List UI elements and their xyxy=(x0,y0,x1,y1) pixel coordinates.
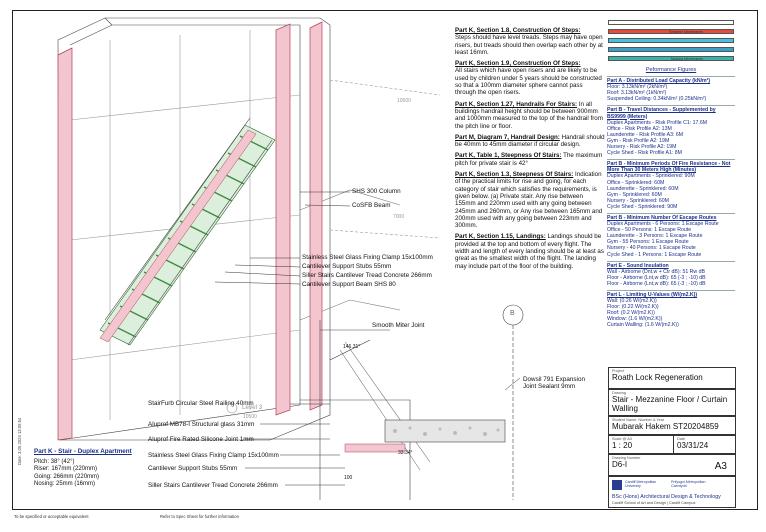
building-regs-notes: Part K, Section 1.8, Construction Of Ste… xyxy=(455,27,605,274)
label-expansion-joint: Dowsil 791 Expansion Joint Sealant 9mm xyxy=(523,376,585,390)
dim-angle-2: 33.34° xyxy=(398,450,413,456)
note-4: Part M, Diagram 7, Handrail Design: Hand… xyxy=(455,133,605,149)
title-block-project: Project Roath Lock Regeneration xyxy=(608,367,736,389)
legend-bar-tanking: Tanking Membranes xyxy=(608,56,734,61)
drawing-sheet-border xyxy=(12,10,758,510)
title-block-university: Cardiff Metropolitan University Prifysgo… xyxy=(608,476,736,508)
note-2: Part K, Section 1.9, Construction Of Ste… xyxy=(455,60,602,97)
label-support-stubs-bottom: Cantilever Support Stubs 55mm xyxy=(148,465,238,472)
footer-spec-sheet-note: Refer to Spec Sheet for further informat… xyxy=(160,514,239,519)
print-date-vertical: Date: 3.05.2024 13:05:54 xyxy=(17,417,22,465)
title-block-number: Drawing Number D6-I A3 xyxy=(608,454,736,476)
performance-figures: Peformance Figures Part A - Distributed … xyxy=(607,66,735,332)
label-cosfb-beam: CoSFB Beam xyxy=(352,202,391,209)
note-7: Part K, Section 1.15, Landings: Landings… xyxy=(455,233,604,270)
label-tread-top: Siller Stairs Cantilever Tread Concrete … xyxy=(302,272,432,279)
title-block-drawing: Drawing Stair - Mezzanine Floor / Curtai… xyxy=(608,389,736,416)
sheet-size: A3 xyxy=(714,461,727,472)
perf-block-l: Part L - Limiting U-Values (W/(m2.K)) Wa… xyxy=(607,290,735,329)
label-tread-bottom: Siller Stairs Cantilever Tread Concrete … xyxy=(148,482,278,489)
dim-angle: 146.31° xyxy=(343,344,361,350)
perf-block-b-fire: Part B - Minimum Periods Of Fire Resista… xyxy=(607,159,735,210)
dim-length: 100 xyxy=(344,475,353,481)
label-shs-column: SHS 300 Column xyxy=(352,188,401,195)
legend-bar-3 xyxy=(608,47,734,52)
legend-bar-breather: Breather Membranes xyxy=(608,29,734,34)
label-miter-joint: Smooth Miter Joint xyxy=(372,322,425,329)
part-k-stair-duplex: Part K - Stair - Duplex Apartment Pitch:… xyxy=(34,448,154,488)
legend-bar-white xyxy=(608,20,734,25)
note-5: Part K, Table 1, Steepness Of Stairs: Th… xyxy=(455,152,603,167)
label-support-beam: Cantilever Support Beam SHS 80 xyxy=(302,281,396,288)
label-support-stubs-top: Cantilever Support Stubs 55mm xyxy=(302,263,392,270)
label-structural-glass: Aluprof MB78-I Structural glass 31mm xyxy=(148,421,255,428)
label-level-3: Level 3 xyxy=(242,404,263,411)
perf-block-b-travel: Part B - Travel Distances - Supplemented… xyxy=(607,105,735,156)
performance-title: Peformance Figures xyxy=(645,67,697,73)
part-k-heading: Part K - Stair - Duplex Apartment xyxy=(34,448,132,455)
legend-bar-2 xyxy=(608,38,734,43)
label-glass-clamp-top: Stainless Steel Glass Fixing Clamp 15x10… xyxy=(302,254,433,261)
label-level-mid: 7000 xyxy=(393,214,405,220)
perf-block-b-escape: Part B - Minimum Number Of Escape Routes… xyxy=(607,212,735,258)
label-railing: StairFurb Circular Steel Railing 40mm xyxy=(148,400,254,407)
note-3: Part K, Section 1.27, Handrails For Stai… xyxy=(455,100,603,130)
label-level-low: 10500 xyxy=(243,414,257,420)
title-block-scale-date: Scale @ A3 1 : 20 Date 03/31/24 xyxy=(608,435,736,454)
perf-block-a: Part A - Distributed Load Capacity (kN/m… xyxy=(607,76,735,102)
label-level-top: 10500 xyxy=(397,98,411,104)
university-logo-icon xyxy=(612,480,622,490)
title-block-student: Student Name, Number & Year Mubarak Hake… xyxy=(608,416,736,435)
perf-block-e: Part E - Sound Insulation Wall - Airborn… xyxy=(607,260,735,287)
label-glass-clamp-bottom: Stainless Steel Glass Fixing Clamp 15x10… xyxy=(148,452,279,459)
label-silicone-joint: Aluprof Fire Rated Silicone Joint 1mm xyxy=(148,436,254,443)
note-6: Part K, Section 1.3, Steepness Of Stairs… xyxy=(455,171,603,230)
grid-marker-b: B xyxy=(510,310,515,317)
footer-spec-note: To be specified or acceptable equivalent xyxy=(14,514,89,519)
note-1: Part K, Section 1.8, Construction Of Ste… xyxy=(455,27,603,56)
